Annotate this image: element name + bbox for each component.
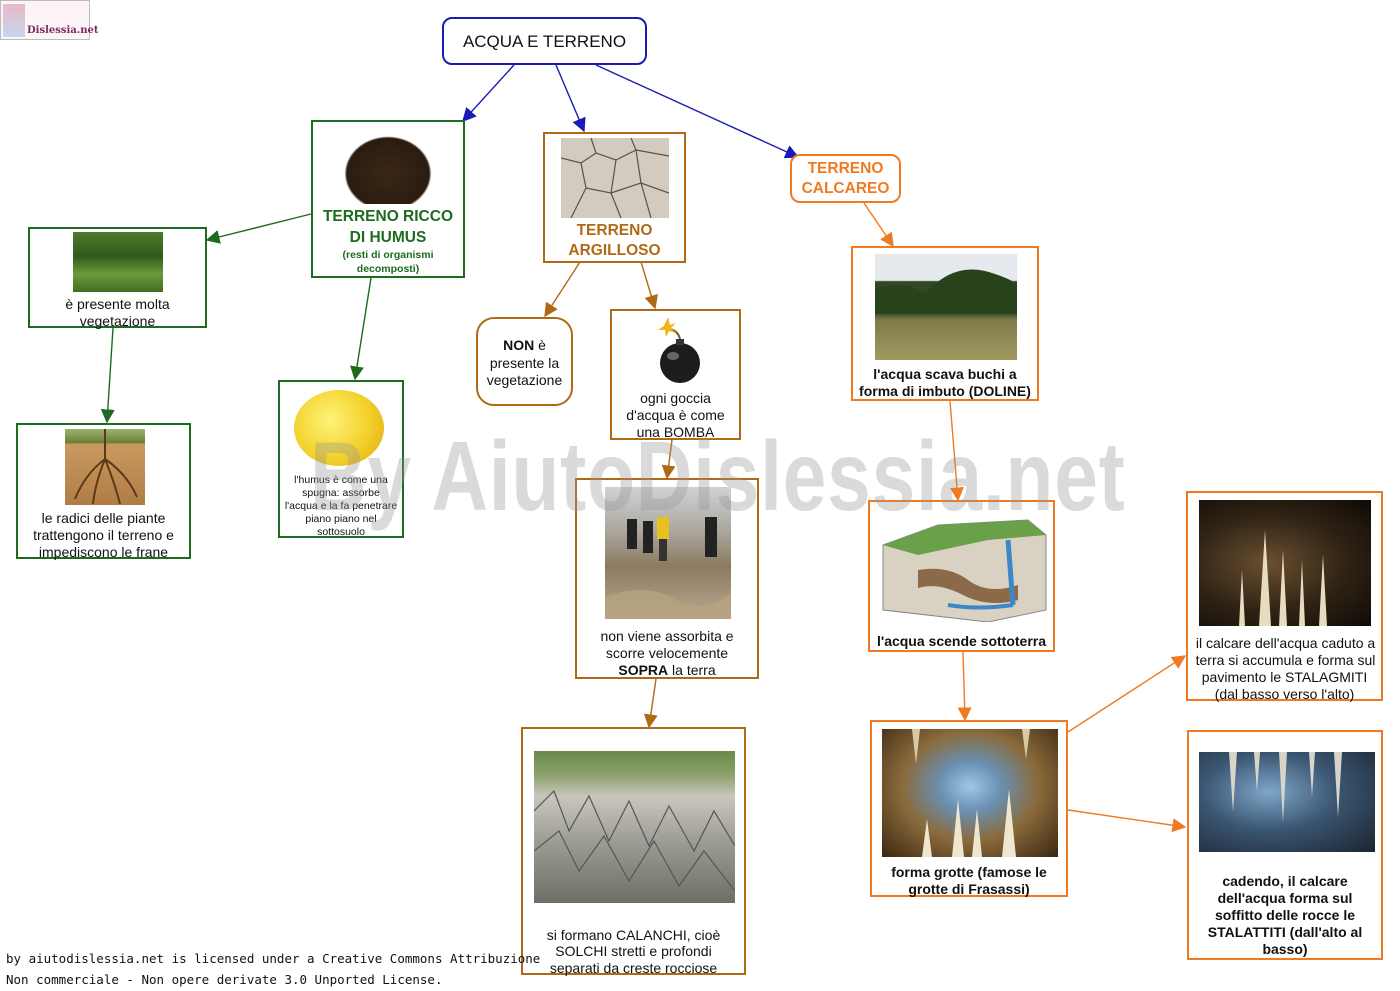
vegetation-text-2: vegetazione bbox=[79, 313, 156, 329]
doline-text-2: forma di imbuto (DOLINE) bbox=[859, 383, 1031, 399]
doline-node: l'acqua scava buchi a forma di imbuto (D… bbox=[851, 246, 1039, 401]
clay-title-2: ARGILLOSO bbox=[568, 242, 661, 259]
no-vegetation-text-3: vegetazione bbox=[486, 372, 563, 388]
humus-title-1: TERRENO RICCO bbox=[322, 208, 454, 225]
calanchi-text-1: si formano CALANCHI, cioè bbox=[546, 927, 721, 943]
no-vegetation-text-2: presente la bbox=[489, 355, 560, 371]
doline-image bbox=[875, 254, 1017, 360]
title-text: ACQUA E TERRENO bbox=[462, 32, 627, 51]
runoff-bold: SOPRA bbox=[618, 662, 669, 678]
columns-drawing bbox=[1239, 530, 1327, 626]
bomb-node: ogni goccia d'acqua è come una BOMBA bbox=[610, 309, 741, 440]
bomb-icon bbox=[656, 315, 706, 385]
humus-subtitle-1: (resti di organismi bbox=[342, 249, 434, 261]
humus-subtitle-2: decomposti) bbox=[356, 263, 420, 275]
stalactites-text-3: soffitto delle rocce le bbox=[1214, 907, 1356, 923]
underground-text-1: l'acqua scende sottoterra bbox=[876, 633, 1047, 649]
limestone-title-1: TERRENO bbox=[807, 160, 884, 177]
caves-text-2: grotte di Frasassi) bbox=[908, 881, 1030, 897]
hikers-drawing bbox=[605, 517, 731, 619]
soil-image bbox=[335, 128, 441, 204]
clay-title-1: TERRENO bbox=[576, 222, 653, 239]
calanchi-text-2: SOLCHI stretti e profondi bbox=[555, 943, 712, 959]
stalagmites-text-2: terra si accumula e forma sul bbox=[1195, 652, 1376, 668]
karst-drawing bbox=[882, 519, 1047, 622]
roots-text-3: impediscono le frane bbox=[38, 544, 169, 560]
vegetation-node: è presente molta vegetazione bbox=[28, 227, 207, 329]
stalagmites-text-1: il calcare dell'acqua caduto a bbox=[1195, 635, 1376, 651]
stalagmites-text-4: (dal basso verso l'alto) bbox=[1214, 686, 1355, 702]
bomb-text-1: ogni goccia bbox=[640, 390, 711, 406]
runoff-rest: la terra bbox=[668, 662, 716, 678]
stalactites-text-4: STALATTITI (dall'alto al bbox=[1207, 924, 1363, 940]
caves-node: forma grotte (famose le grotte di Frasas… bbox=[870, 720, 1068, 897]
sponge-text-5: sottosuolo bbox=[317, 526, 365, 538]
bomb-text-3: una BOMBA bbox=[636, 424, 715, 440]
stalagmites-node: il calcare dell'acqua caduto a terra si … bbox=[1186, 491, 1383, 702]
caves-text-1: forma grotte (famose le bbox=[891, 864, 1047, 880]
site-logo[interactable]: Dislessia.net bbox=[0, 0, 99, 40]
no-vegetation-bold: NON bbox=[503, 337, 535, 353]
roots-node: le radici delle piante trattengono il te… bbox=[16, 423, 191, 560]
doline-text-1: l'acqua scava buchi a bbox=[873, 366, 1017, 382]
roots-image bbox=[65, 429, 145, 505]
cave-image bbox=[882, 729, 1058, 857]
sponge-text-4: piano piano nel bbox=[305, 513, 377, 525]
limestone-node: TERRENO CALCAREO bbox=[790, 154, 901, 203]
forest-image bbox=[73, 232, 163, 292]
hill-drawing bbox=[875, 269, 1017, 314]
stalactites-text-1: cadendo, il calcare bbox=[1222, 873, 1348, 889]
muddy-path-image bbox=[605, 487, 731, 619]
stalactites-image bbox=[1199, 752, 1375, 852]
limestone-title-2: CALCAREO bbox=[801, 180, 890, 197]
no-vegetation-text-1: NON è bbox=[478, 337, 571, 354]
karst-diagram-image bbox=[878, 510, 1048, 622]
logo-text: Dislessia.net bbox=[27, 25, 99, 36]
runoff-text-2: scorre velocemente bbox=[605, 645, 729, 661]
bomb-drawing bbox=[658, 317, 700, 383]
title-node: ACQUA E TERRENO bbox=[442, 17, 647, 65]
roots-drawing bbox=[74, 429, 138, 505]
stalagmites-text-3: pavimento le STALAGMITI bbox=[1201, 669, 1368, 685]
watermark: By AiutoDislessia.net bbox=[310, 421, 1126, 531]
sponge-image bbox=[294, 390, 384, 466]
stalagmites-image bbox=[1199, 500, 1371, 626]
sponge-text-1: l'humus è come una bbox=[294, 474, 388, 486]
bomb-text-2: d'acqua è come bbox=[626, 407, 725, 423]
runoff-text-1: non viene assorbita e bbox=[600, 628, 734, 644]
sponge-node: l'humus è come una spugna: assorbe l'acq… bbox=[278, 380, 404, 538]
roots-text-2: trattengono il terreno e bbox=[33, 527, 174, 543]
runoff-text-3: SOPRA la terra bbox=[577, 662, 757, 679]
logo-blocks bbox=[3, 4, 25, 37]
roots-text-1: le radici delle piante bbox=[41, 510, 166, 526]
stalactites-text-5: basso) bbox=[1262, 941, 1308, 957]
ridges-drawing bbox=[534, 789, 735, 892]
sponge-text-3: l'acqua e la fa penetrare bbox=[284, 500, 398, 512]
humus-title-2: DI HUMUS bbox=[349, 229, 427, 246]
underground-node: l'acqua scende sottoterra bbox=[868, 500, 1055, 652]
stalagmites-drawing bbox=[912, 729, 1030, 857]
calanchi-text-3: separati da creste rocciose bbox=[549, 960, 718, 976]
vegetation-text-1: è presente molta bbox=[65, 296, 170, 312]
calanchi-image bbox=[534, 751, 735, 903]
calanchi-node: si formano CALANCHI, cioè SOLCHI stretti… bbox=[521, 727, 746, 976]
cracks-drawing bbox=[561, 138, 669, 218]
clay-node: TERRENO ARGILLOSO bbox=[543, 132, 686, 263]
runoff-node: non viene assorbita e scorre velocemente… bbox=[575, 478, 759, 679]
sponge-text-2: spugna: assorbe bbox=[302, 487, 380, 499]
license-line-2: Non commerciale - Non opere derivate 3.0… bbox=[6, 972, 443, 987]
no-vegetation-rest: è bbox=[534, 337, 546, 353]
license-line-1: by aiutodislessia.net is licensed under … bbox=[6, 951, 541, 966]
stalactites-text-2: dell'acqua forma sul bbox=[1217, 890, 1353, 906]
no-vegetation-node: NON è presente la vegetazione bbox=[476, 317, 573, 406]
humus-node: TERRENO RICCO DI HUMUS (resti di organis… bbox=[311, 120, 465, 278]
cracked-clay-image bbox=[561, 138, 669, 218]
icicles-drawing bbox=[1229, 752, 1342, 822]
stalactites-node: cadendo, il calcare dell'acqua forma sul… bbox=[1187, 730, 1383, 960]
